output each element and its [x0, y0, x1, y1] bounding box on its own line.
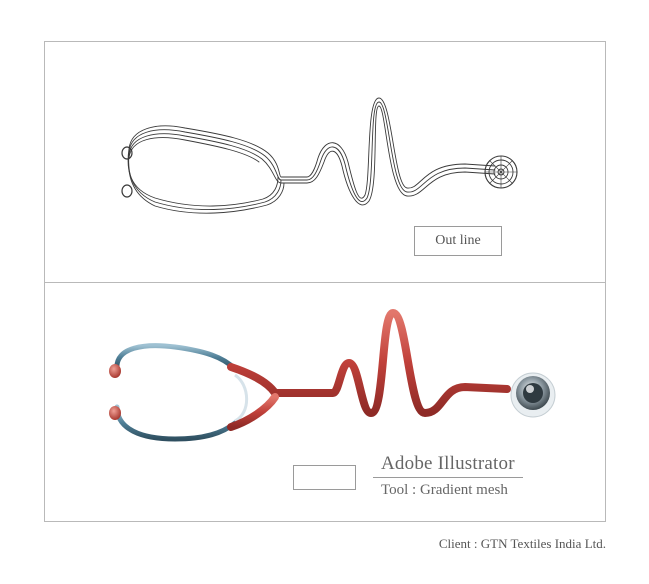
title-divider: [373, 477, 523, 478]
client-credit: Client : GTN Textiles India Ltd.: [438, 536, 606, 551]
stethoscope-gradient-illustration: [109, 309, 556, 442]
ear-tip-top: [109, 364, 121, 378]
outline-label: Out line: [414, 226, 502, 256]
stethoscope-outline-illustration: [121, 97, 518, 214]
ear-tip-bottom: [109, 406, 121, 420]
outline-panel: Out line: [44, 41, 606, 283]
gradient-mesh-label-box: [293, 465, 356, 490]
software-title: Adobe Illustrator: [381, 453, 515, 474]
gradient-mesh-panel: Adobe Illustrator Tool : Gradient mesh: [44, 282, 606, 522]
tool-caption: Tool : Gradient mesh: [381, 482, 508, 498]
